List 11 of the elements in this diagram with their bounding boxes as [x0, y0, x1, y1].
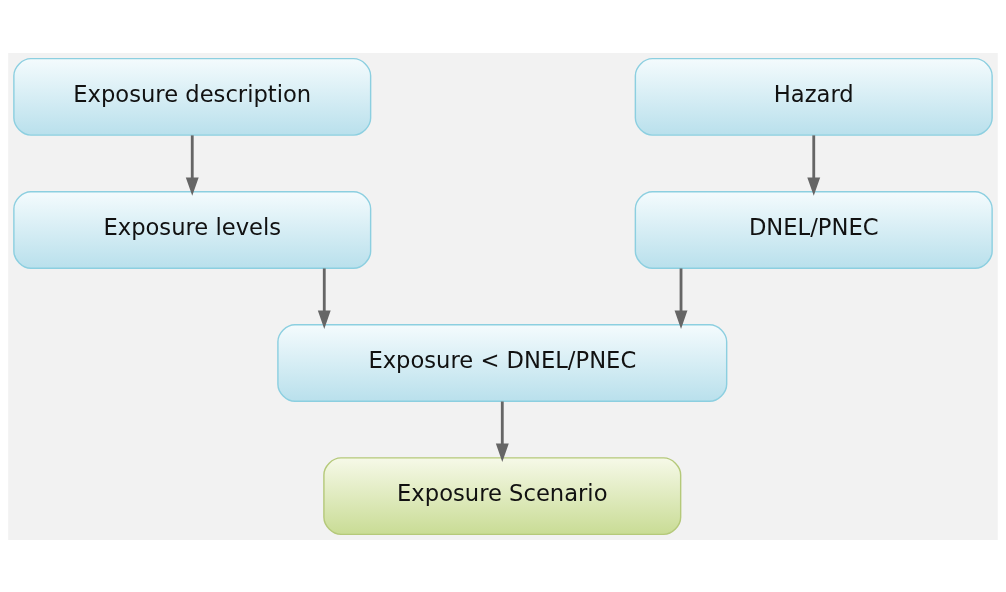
node-box: Exposure < DNEL/PNEC: [277, 323, 728, 402]
arrow: [674, 267, 688, 329]
node-box: DNEL/PNEC: [634, 190, 993, 269]
node-box: Hazard: [634, 57, 993, 136]
node-box: Exposure description: [13, 57, 372, 136]
node-box: Exposure Scenario: [323, 456, 682, 535]
arrow: [807, 134, 821, 196]
arrow: [495, 401, 509, 462]
arrow: [185, 134, 199, 196]
arrow: [317, 267, 331, 329]
node-box: Exposure levels: [13, 190, 372, 269]
